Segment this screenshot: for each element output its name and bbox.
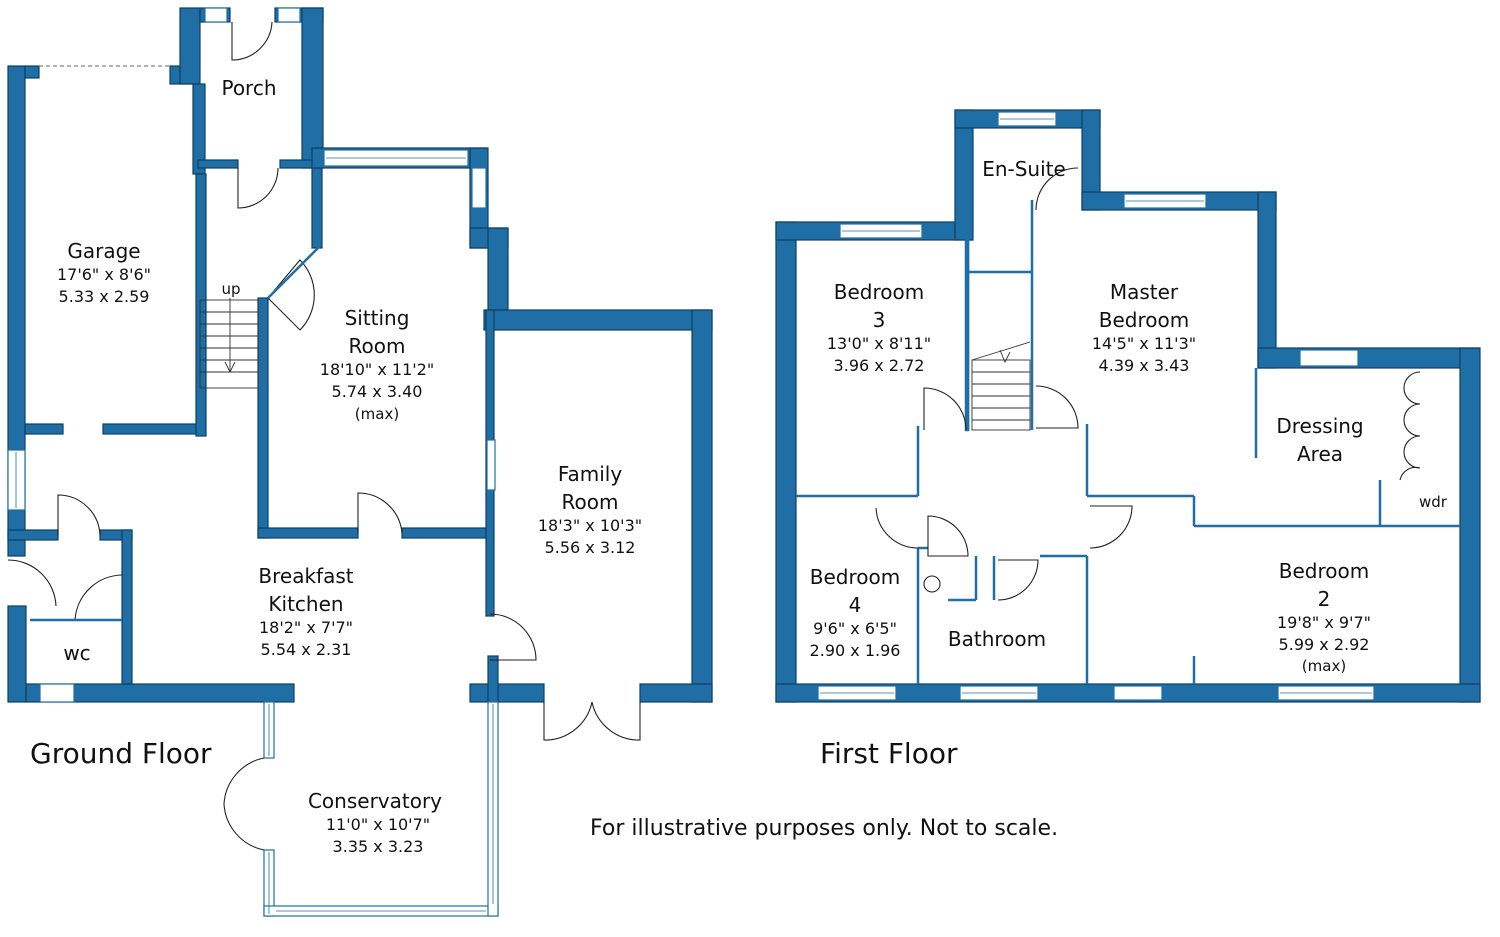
- hall-walls: [195, 167, 493, 539]
- kitchen-label-1: Breakfast: [258, 564, 353, 588]
- family-room-internal-window: [486, 439, 496, 491]
- master-label-2: Bedroom: [1099, 308, 1189, 332]
- disclaimer-text: For illustrative purposes only. Not to s…: [590, 816, 1058, 841]
- sitting-room-label-1: Sitting: [345, 306, 410, 330]
- kitchen-walls: [7, 529, 295, 703]
- kitchen-imperial: 18'2" x 7'7": [259, 618, 353, 637]
- ground-staircase: [199, 298, 259, 389]
- porch-front-door: [231, 21, 273, 61]
- master-label-1: Master: [1110, 280, 1179, 304]
- first-floor-internal-walls: [796, 200, 1460, 684]
- kitchen-label-2: Kitchen: [268, 592, 343, 616]
- bathroom-label: Bathroom: [948, 627, 1046, 651]
- window-left: [7, 449, 26, 511]
- french-door-left: [543, 701, 593, 741]
- sitting-room-label-2: Room: [349, 334, 406, 358]
- bathroom-door: [997, 559, 1039, 601]
- first-floor-plan: [775, 109, 1481, 703]
- family-room-door: [489, 613, 537, 661]
- airing-cupboard-door: [927, 515, 969, 557]
- wardrobe-label: wdr: [1419, 493, 1448, 511]
- wardrobe-door-top: [1403, 371, 1421, 437]
- dressing-label-2: Area: [1297, 442, 1343, 466]
- bedroom2-label-2: 2: [1318, 587, 1331, 611]
- bedroom4-metric: 2.90 x 1.96: [810, 641, 901, 660]
- wardrobe-door-bottom: [1399, 435, 1421, 481]
- sitting-room-imperial: 18'10" x 11'2": [320, 360, 434, 379]
- dressing-label-1: Dressing: [1276, 414, 1363, 438]
- porch-label: Porch: [221, 76, 276, 100]
- family-room-walls: [469, 309, 713, 703]
- conservatory-walls: [263, 701, 499, 917]
- sitting-room-window-side: [471, 167, 487, 209]
- wc-door: [57, 494, 101, 536]
- bedroom3-label-1: Bedroom: [834, 280, 924, 304]
- family-room-metric: 5.56 x 3.12: [545, 538, 636, 557]
- master-imperial: 14'5" x 11'3": [1092, 334, 1196, 353]
- conservatory-door: [223, 757, 265, 851]
- garage-walls: [7, 65, 206, 557]
- wc-window: [39, 683, 75, 703]
- bedroom3-label-2: 3: [873, 308, 886, 332]
- stairs-up-label: up: [221, 280, 240, 298]
- bedroom3-imperial: 13'0" x 8'11": [827, 334, 931, 353]
- landing-window: [1113, 685, 1163, 701]
- master-metric: 4.39 x 3.43: [1099, 356, 1190, 375]
- porch-window-right: [277, 7, 301, 23]
- kitchen-metric: 5.54 x 2.31: [261, 640, 352, 659]
- bedroom2-label-1: Bedroom: [1279, 559, 1369, 583]
- first-floor-labels: En-Suite Bedroom 3 13'0" x 8'11" 3.96 x …: [810, 157, 1448, 770]
- bedroom4-imperial: 9'6" x 6'5": [813, 619, 897, 638]
- bedroom4-label-1: Bedroom: [810, 565, 900, 589]
- bedroom4-door: [875, 507, 919, 549]
- ensuite-label: En-Suite: [982, 157, 1066, 181]
- sitting-room-door: [267, 259, 315, 331]
- conservatory-metric: 3.35 x 3.23: [333, 837, 424, 856]
- family-room-label-2: Room: [562, 490, 619, 514]
- ensuite-door: [1035, 167, 1079, 211]
- garage-metric: 5.33 x 2.59: [59, 287, 150, 306]
- conservatory-label: Conservatory: [308, 789, 442, 813]
- bedroom4-label-2: 4: [849, 593, 862, 617]
- ground-floor-title: Ground Floor: [30, 737, 212, 770]
- garage-label: Garage: [67, 239, 140, 263]
- side-door: [7, 559, 57, 607]
- bedroom2-door: [1089, 505, 1133, 549]
- porch-window-left: [204, 7, 228, 23]
- conservatory-imperial: 11'0" x 10'7": [326, 815, 430, 834]
- french-door-right: [591, 701, 641, 741]
- garage-imperial: 17'6" x 8'6": [57, 265, 151, 284]
- wc-inner-door: [74, 574, 123, 621]
- dressing-window: [1299, 349, 1359, 367]
- ground-floor-labels: Porch Garage 17'6" x 8'6" 5.33 x 2.59 Si…: [30, 76, 642, 856]
- bedroom2-metric: 5.99 x 2.92: [1279, 635, 1370, 654]
- sitting-kitchen-door: [357, 492, 403, 534]
- family-room-imperial: 18'3" x 10'3": [538, 516, 642, 535]
- bedroom3-metric: 3.96 x 2.72: [834, 356, 925, 375]
- bedroom3-door: [923, 387, 967, 431]
- master-door: [1035, 385, 1079, 429]
- first-floor-title: First Floor: [820, 737, 958, 770]
- cylinder: [923, 575, 941, 593]
- sitting-room-note: (max): [355, 405, 399, 423]
- ground-floor-plan: up: [7, 7, 713, 917]
- first-floor-staircase: [971, 341, 1031, 431]
- bedroom2-note: (max): [1302, 657, 1346, 675]
- wc-label: wc: [63, 641, 90, 665]
- family-room-label-1: Family: [558, 462, 623, 486]
- bedroom2-imperial: 19'8" x 9'7": [1277, 613, 1371, 632]
- porch-inner-door: [237, 167, 279, 209]
- sitting-room-metric: 5.74 x 3.40: [332, 382, 423, 401]
